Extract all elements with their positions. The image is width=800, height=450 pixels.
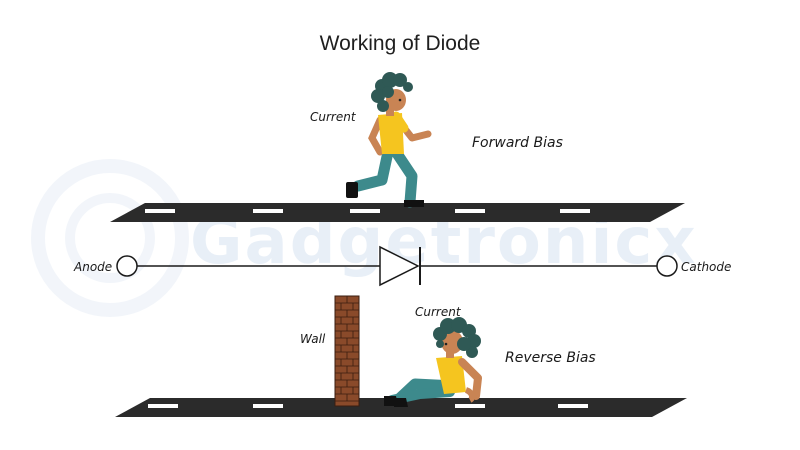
road-bottom — [115, 398, 687, 417]
reverse-bias-label: Reverse Bias — [505, 350, 596, 366]
watermark-logo-icon — [31, 159, 189, 317]
brick-wall-icon — [334, 295, 360, 407]
cathode-label: Cathode — [681, 260, 732, 274]
current-label-bottom: Current — [415, 305, 461, 319]
wall-label: Wall — [300, 332, 326, 346]
anode-terminal — [116, 255, 138, 277]
page-title: Working of Diode — [319, 32, 481, 55]
diode-circuit — [116, 245, 678, 287]
forward-bias-label: Forward Bias — [472, 135, 563, 151]
current-label-top: Current — [310, 110, 356, 124]
diode-symbol-icon — [379, 245, 420, 287]
anode-label: Anode — [74, 260, 113, 274]
cathode-terminal — [656, 255, 678, 277]
road-top — [110, 203, 685, 222]
running-boy-icon — [346, 72, 432, 208]
sitting-boy-icon — [384, 317, 482, 407]
